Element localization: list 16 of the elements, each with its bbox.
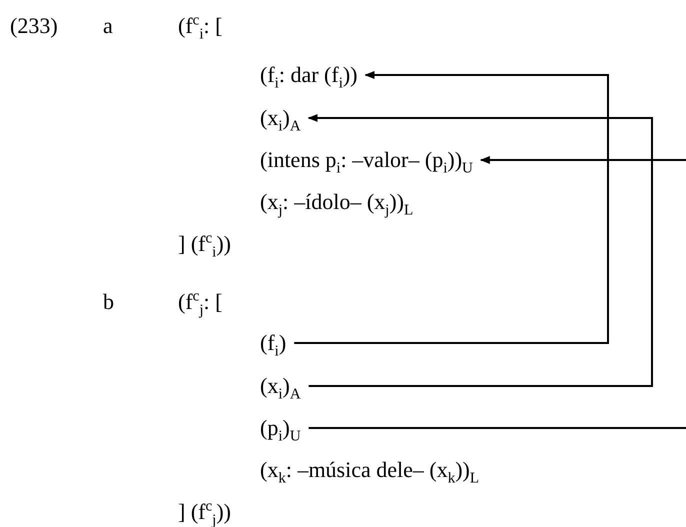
arrow [308, 114, 653, 387]
connector-line [308, 427, 686, 429]
formula-line: (f$_{i}$: dar (f$_{i}$)) [260, 62, 358, 88]
formula-line: (f$_{i}$) [260, 330, 286, 356]
formula-line: (f$^{c}$$_{i}$: [ [178, 13, 222, 39]
arrow [480, 156, 686, 164]
item-letter: b [103, 289, 114, 315]
formula-line: (x$_{i}$)$_{A}$ [260, 105, 301, 131]
item-letter: a [103, 13, 113, 39]
formula-line: (intens p$_{i}$: –valor– (p$_{i}$))$_{U}$ [260, 147, 473, 173]
formula-line: (x$_{k}$: –música dele– (x$_{k}$))$_{L}$ [260, 457, 480, 483]
arrow [294, 71, 609, 344]
formula-line: (x$_{i}$)$_{A}$ [260, 373, 301, 399]
example-number: (233) [10, 13, 58, 39]
formula-line: ] (f$^{c}$$_{i}$)) [178, 231, 231, 257]
formula-line: (p$_{i}$)$_{U}$ [260, 415, 301, 441]
